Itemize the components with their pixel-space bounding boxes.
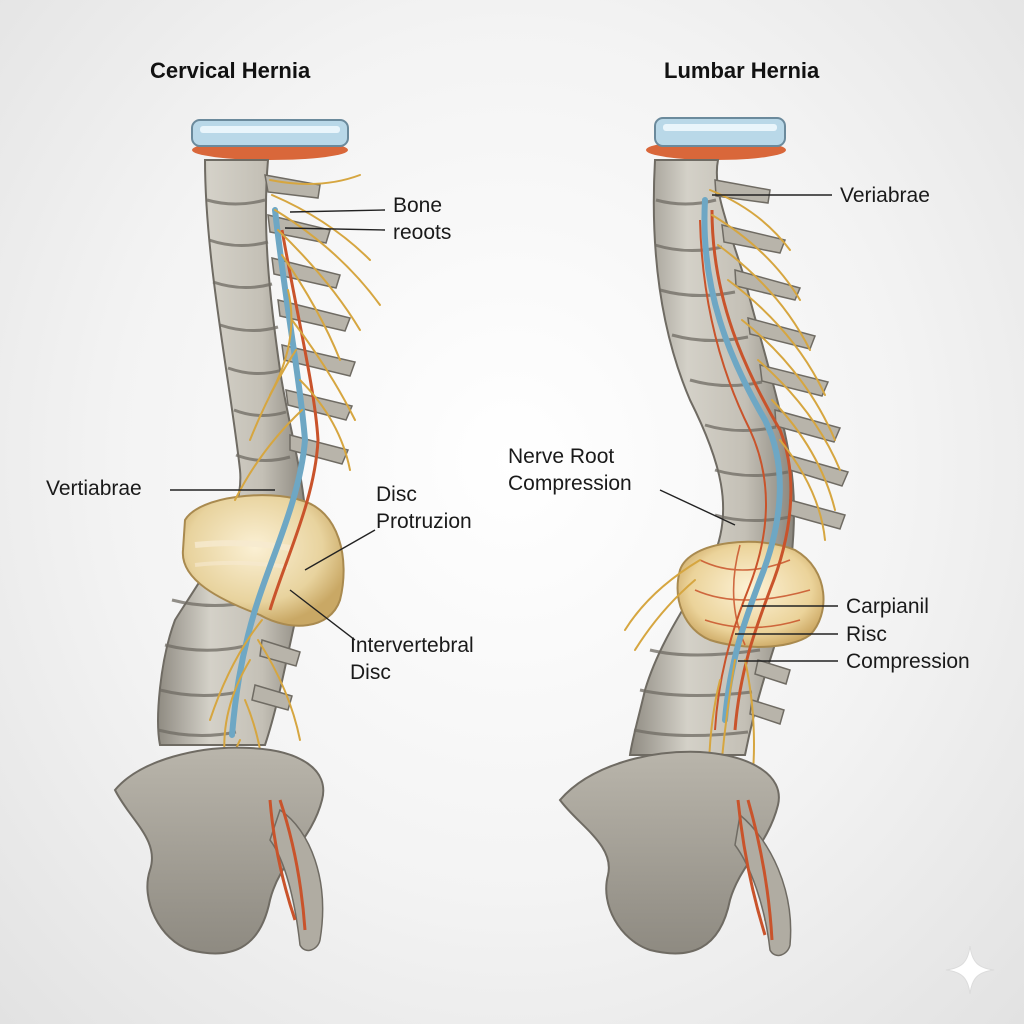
herniated-disc (676, 540, 825, 648)
top-disc-cap (646, 117, 786, 160)
pelvic-vessels (736, 799, 774, 941)
lumbar-title: Lumbar Hernia (664, 58, 820, 83)
leader-intervertebral-disc (289, 589, 356, 641)
label-left-vertebrae: Vertiabrae (46, 477, 142, 500)
spinal-cord (229, 207, 309, 738)
leader-lines (170, 194, 838, 662)
cervical-title: Cervical Hernia (150, 58, 311, 83)
cervical-spine-illustration (113, 119, 381, 955)
label-risc: Risc (846, 623, 887, 646)
label-compression: Compression (846, 650, 970, 673)
artery (268, 229, 320, 611)
leader-bone-roots (289, 209, 386, 213)
artery (710, 209, 793, 731)
lumbar-spine-illustration (558, 117, 850, 957)
pelvic-vessels (268, 799, 307, 931)
artery-secondary (699, 219, 768, 731)
leader-nerve-root (659, 489, 736, 526)
pelvis (113, 746, 325, 955)
label-disc-protrusion: Disc Protruzion (376, 483, 472, 533)
spinal-cord (701, 197, 783, 723)
top-disc-cap (191, 119, 349, 160)
label-intervertebral-disc: Intervertebral Disc (350, 634, 474, 684)
label-carpianil: Carpianil (846, 595, 929, 618)
label-nerve-root-compression: Nerve Root Compression (508, 445, 632, 495)
leader-bone-roots-2 (284, 227, 386, 231)
label-bone-roots: Bone reoots (393, 194, 452, 244)
label-right-vertebrae: Veriabrae (840, 184, 930, 207)
pelvis (558, 750, 792, 957)
sparkle-icon (945, 945, 995, 995)
leader-disc-protrusion (304, 529, 376, 571)
